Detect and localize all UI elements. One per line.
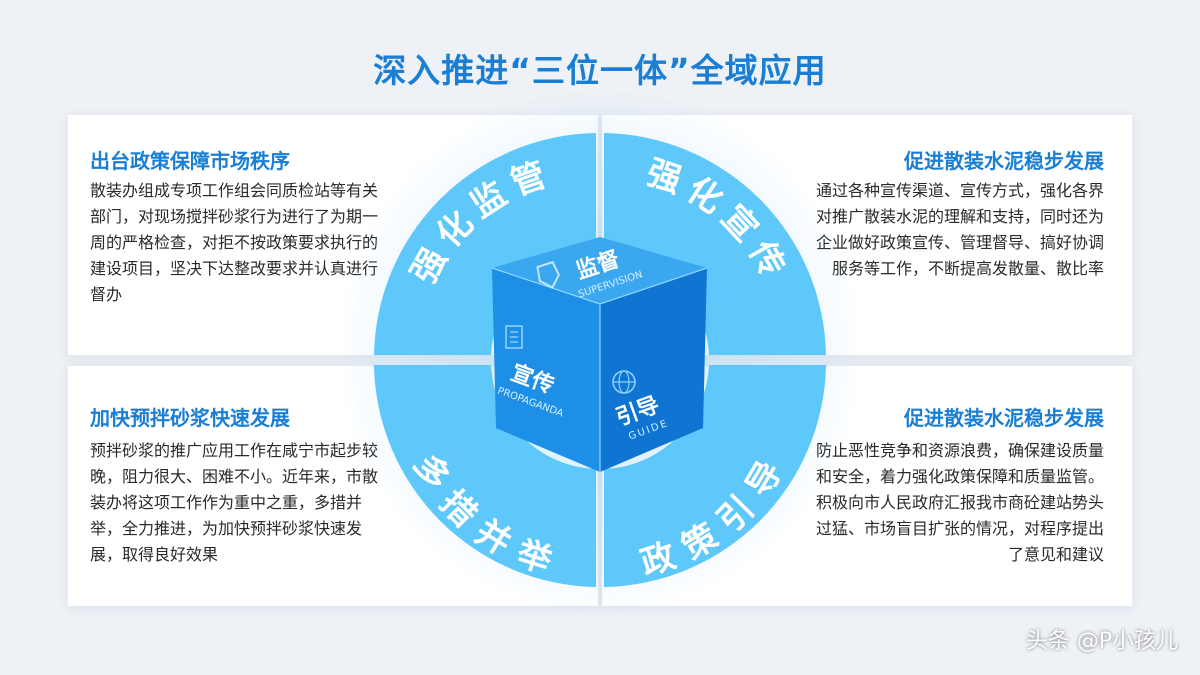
card-heading: 加快预拌砂浆快速发展 — [90, 406, 290, 430]
card-body: 通过各种宣传渠道、宣传方式，强化各界对推广散装水泥的理解和支持，同时还为企业做好… — [815, 181, 1104, 278]
card-body: 预拌砂浆的推广应用工作在咸宁市起步较晚，阻力很大、困难不小。近年来，市散装办将这… — [90, 441, 379, 564]
cube-top-face — [492, 237, 707, 304]
card-body: 散装办组成专项工作组会同质检站等有关部门，对现场搅拌砂浆行为进行了为期一周的严格… — [90, 181, 379, 304]
card-heading: 出台政策保障市场秩序 — [90, 149, 290, 173]
card-heading: 促进散装水泥稳步发展 — [904, 149, 1104, 173]
shield-icon — [536, 260, 560, 289]
ring-segment-bottom-left — [374, 365, 596, 587]
card-body: 防止恶性竞争和资源浪费，确保建设质量和安全，着力强化政策保障和质量监管。积极向市… — [815, 441, 1104, 564]
card-heading: 促进散装水泥稳步发展 — [904, 406, 1104, 430]
globe-icon — [612, 370, 636, 394]
ring-segment-bottom-right — [604, 365, 826, 587]
cube-left-face — [492, 268, 600, 472]
ring-segment-top-right — [604, 133, 826, 355]
document-icon — [505, 325, 523, 349]
ring-segment-top-left — [374, 133, 596, 355]
watermark: 头条 @P小孩儿 — [1025, 629, 1178, 654]
cube: 监督 SUPERVISION 宣传 PROPAGANDA 引导 GUIDE — [491, 237, 708, 472]
cube-right-face — [600, 268, 707, 472]
page-title: 深入推进“三位一体”全域应用 — [373, 51, 827, 90]
